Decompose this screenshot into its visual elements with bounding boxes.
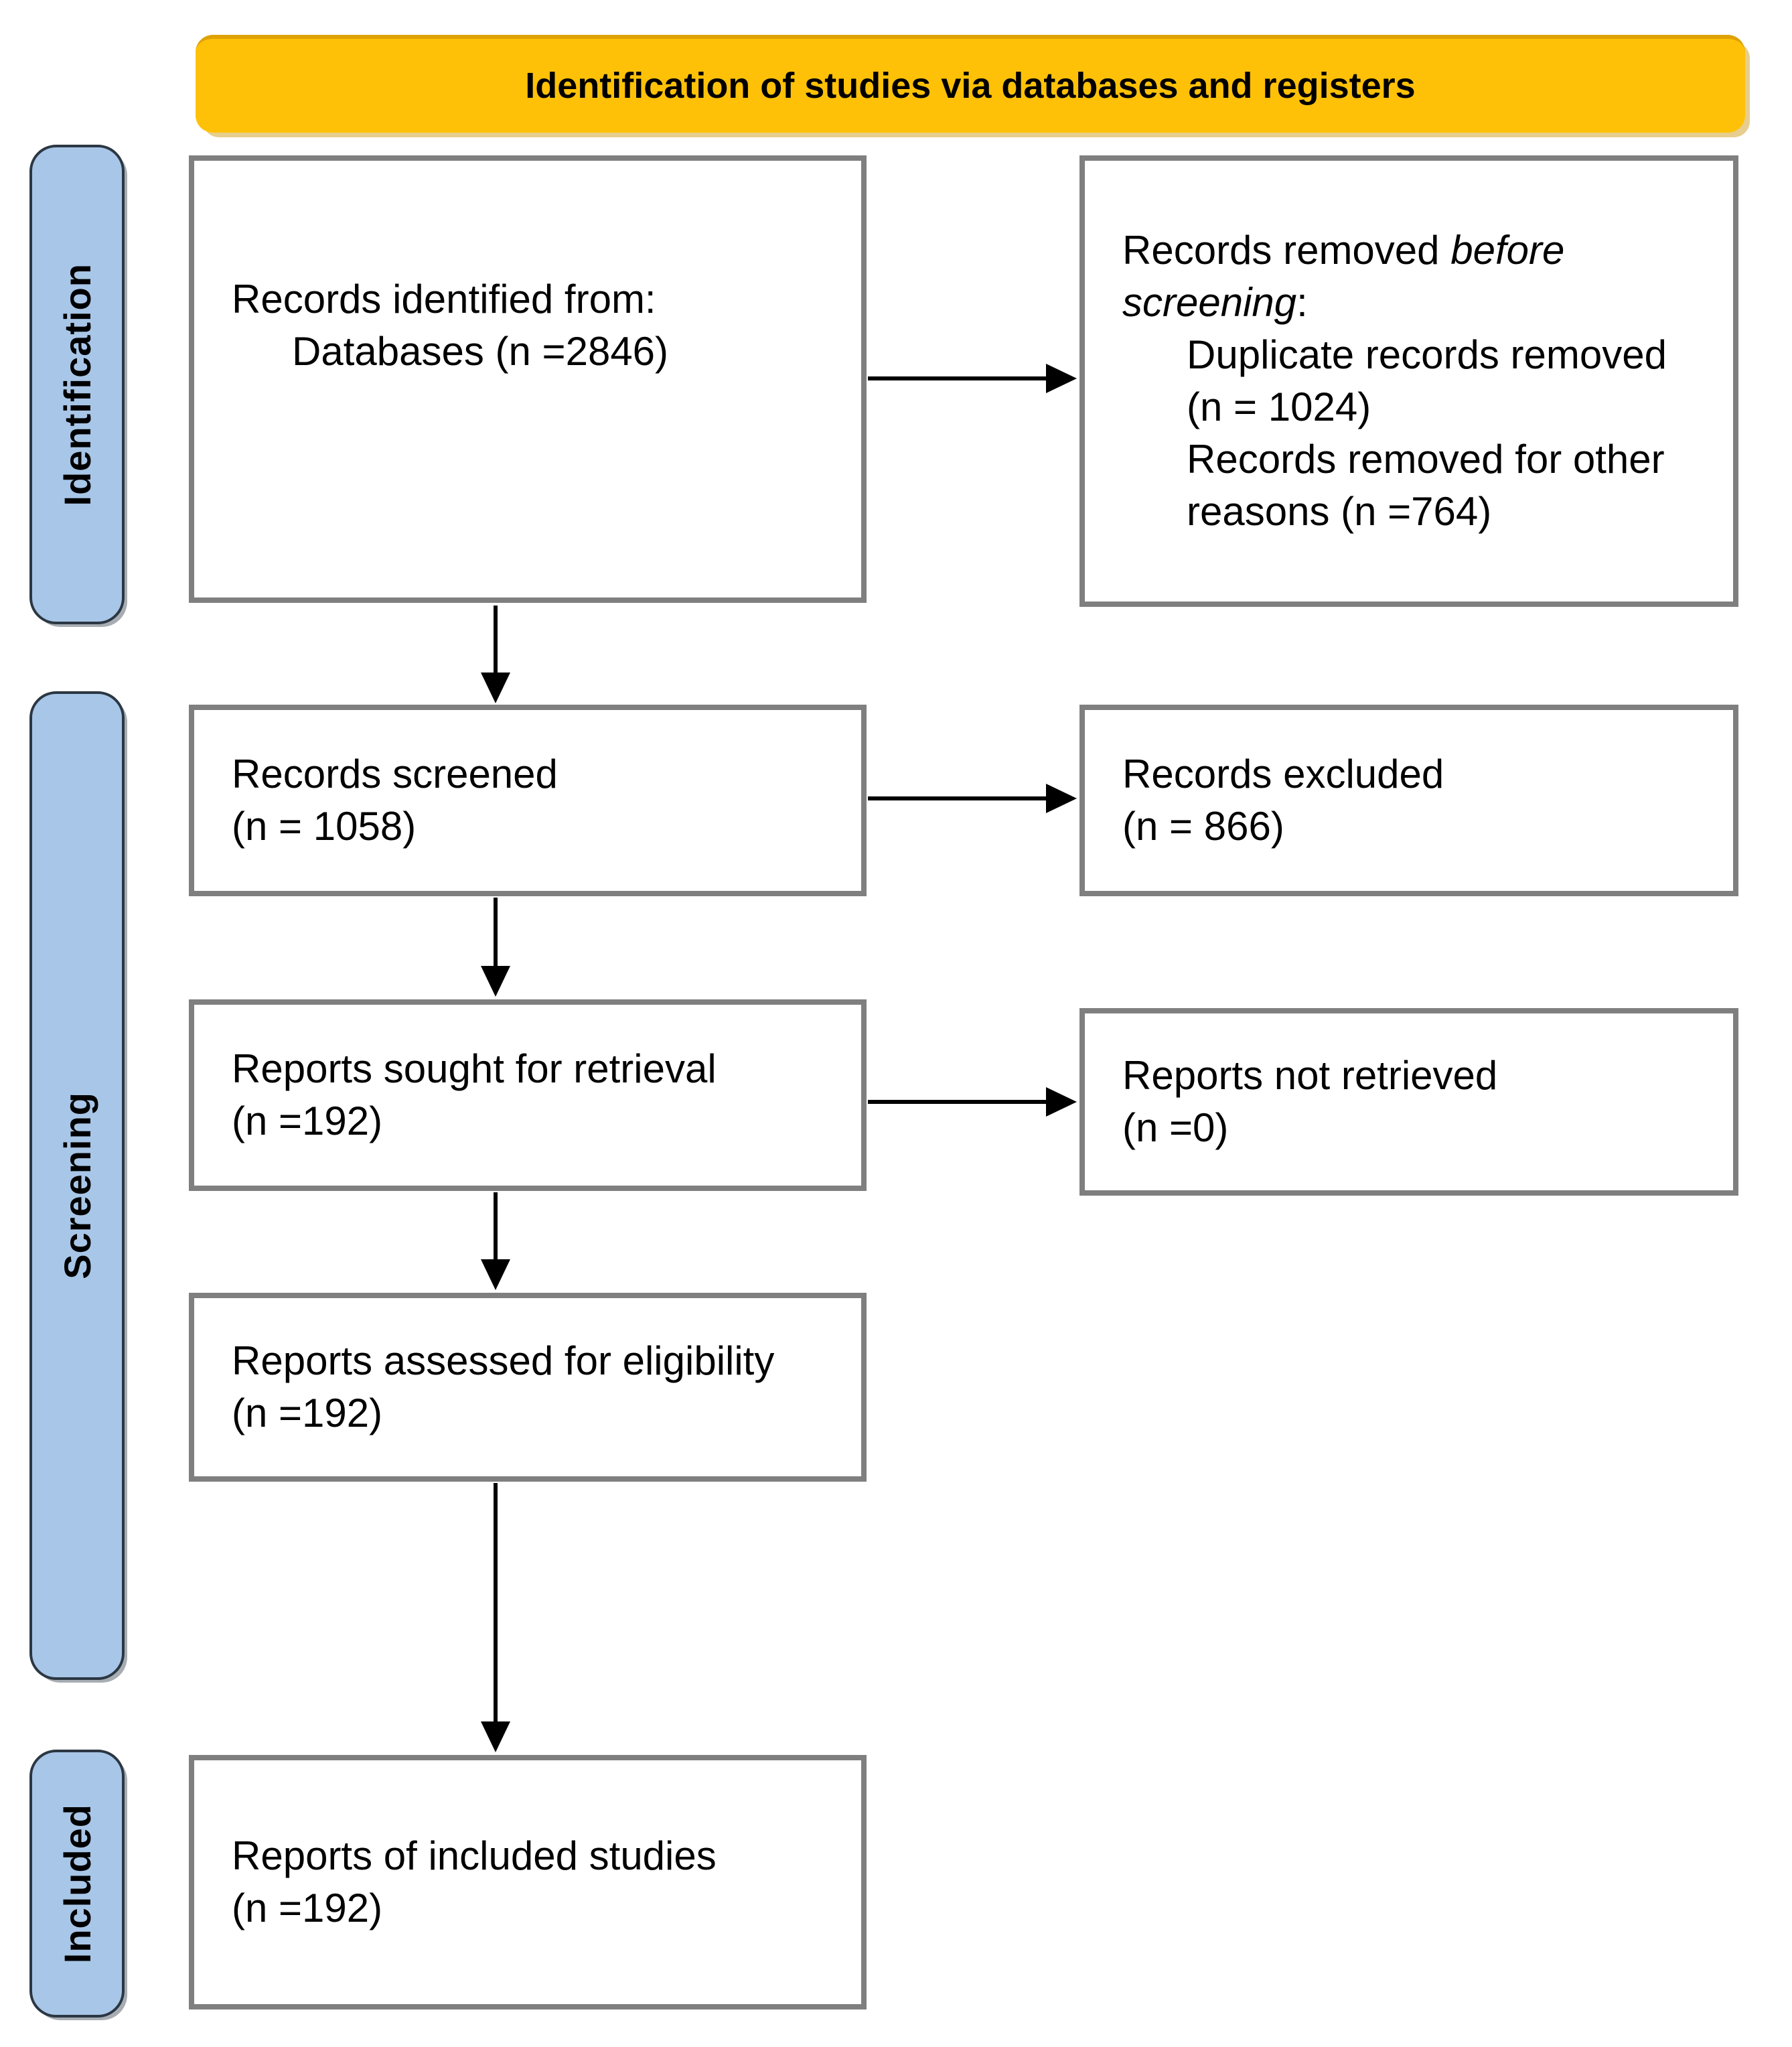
stage-bar-identification: Identification — [29, 145, 125, 624]
right-arrow-identified-to-removed — [868, 376, 1046, 380]
box-text-line: Reports of included studies — [232, 1833, 717, 1878]
banner-title: Identification of studies via databases … — [525, 66, 1416, 106]
right-arrow-sought-to-not-retrieved — [868, 1100, 1046, 1104]
stage-label-included: Included — [56, 1803, 98, 1964]
stage-bar-included: Included — [29, 1750, 125, 2018]
box-records-identified: Records identified from: Databases (n =2… — [189, 155, 867, 603]
box-text-line: (n = 1058) — [232, 804, 417, 849]
right-arrowhead-icon — [1046, 784, 1077, 813]
box-text-line: reasons (n =764) — [1187, 489, 1492, 534]
box-text-line: Records removed for other — [1187, 437, 1665, 482]
down-arrow-assessed-to-included — [494, 1483, 498, 1721]
stage-label-screening: Screening — [56, 1092, 98, 1279]
down-arrow-sought-to-assessed — [494, 1192, 498, 1259]
box-text-line: Records screened — [232, 752, 558, 796]
box-text-line: (n =192) — [232, 1391, 383, 1435]
box-records-removed: Records removed before screening: Duplic… — [1079, 155, 1738, 607]
down-arrowhead-icon — [481, 1721, 510, 1752]
box-text-line: (n = 866) — [1122, 804, 1284, 849]
down-arrow-identified-to-screened — [494, 606, 498, 673]
box-text-line: Records identified from: — [232, 277, 656, 322]
box-text-line: Reports sought for retrieval — [232, 1046, 717, 1091]
right-arrowhead-icon — [1046, 1087, 1077, 1117]
box-reports-not-retrieved: Reports not retrieved (n =0) — [1079, 1008, 1738, 1196]
box-text-line: Duplicate records removed — [1187, 332, 1667, 377]
box-reports-included: Reports of included studies (n =192) — [189, 1755, 867, 2009]
box-text-line: screening: — [1122, 280, 1308, 325]
stage-bar-screening: Screening — [29, 691, 125, 1680]
down-arrowhead-icon — [481, 1259, 510, 1290]
box-text-line: Databases (n =2846) — [292, 329, 669, 374]
down-arrowhead-icon — [481, 673, 510, 703]
banner: Identification of studies via databases … — [196, 35, 1745, 133]
box-text-line: (n =0) — [1122, 1105, 1229, 1150]
box-text-line: Records excluded — [1122, 752, 1444, 796]
down-arrow-screened-to-sought — [494, 898, 498, 966]
right-arrowhead-icon — [1046, 364, 1077, 393]
box-text-line: Reports assessed for eligibility — [232, 1338, 775, 1383]
box-text-line: (n =192) — [232, 1886, 383, 1930]
box-reports-assessed: Reports assessed for eligibility (n =192… — [189, 1293, 867, 1482]
right-arrow-screened-to-excluded — [868, 796, 1046, 800]
stage-label-identification: Identification — [56, 263, 98, 506]
down-arrowhead-icon — [481, 966, 510, 997]
box-records-excluded: Records excluded (n = 866) — [1079, 705, 1738, 896]
box-reports-sought: Reports sought for retrieval (n =192) — [189, 999, 867, 1191]
box-text-line: (n = 1024) — [1187, 384, 1371, 429]
box-text-line: (n =192) — [232, 1099, 383, 1143]
box-records-screened: Records screened (n = 1058) — [189, 705, 867, 896]
box-text-line: Records removed before — [1122, 228, 1565, 273]
box-text-line: Reports not retrieved — [1122, 1053, 1498, 1098]
